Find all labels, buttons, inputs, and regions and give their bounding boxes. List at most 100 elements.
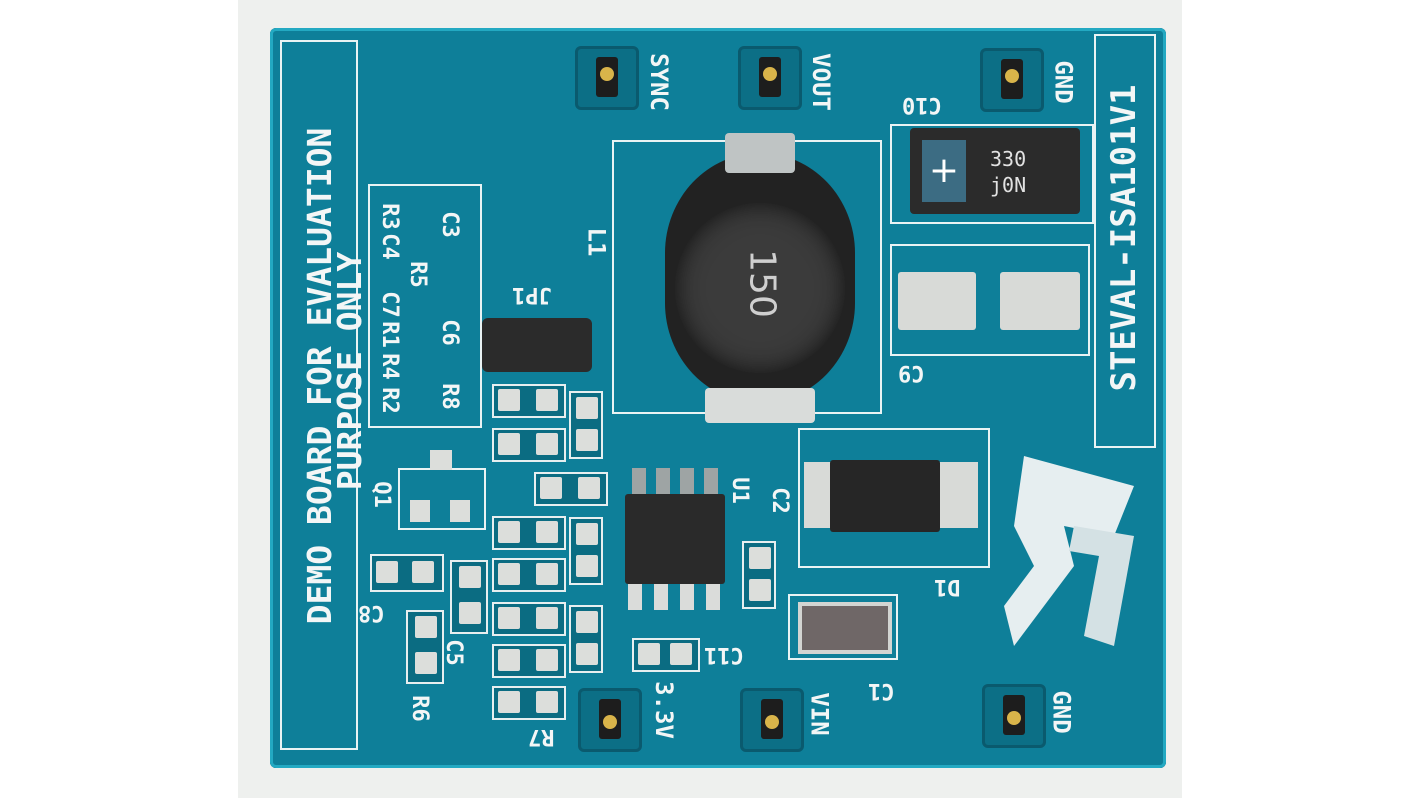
tp-ball xyxy=(1005,69,1019,83)
q1-pad xyxy=(450,500,470,522)
label-vin: VIN xyxy=(805,692,834,736)
pad xyxy=(576,611,598,633)
c9-frame xyxy=(890,244,1090,356)
pad xyxy=(459,566,481,588)
smd-part xyxy=(492,644,566,678)
label-q1: Q1 xyxy=(368,481,394,508)
pad xyxy=(670,643,692,665)
pad xyxy=(536,433,558,455)
pad xyxy=(498,607,520,629)
smd-part xyxy=(492,516,566,550)
pad xyxy=(536,389,558,411)
pad xyxy=(578,477,600,499)
pad xyxy=(536,691,558,713)
pad xyxy=(376,561,398,583)
tp-ball xyxy=(603,715,617,729)
d1-pad-right xyxy=(934,462,978,528)
passives-frame xyxy=(368,184,482,428)
tp-ball xyxy=(763,67,777,81)
smd-part xyxy=(492,558,566,592)
smd-part xyxy=(492,384,566,418)
inductor-terminal-bottom xyxy=(705,388,815,423)
c1-frame xyxy=(788,594,898,660)
u1-pin xyxy=(628,584,642,610)
label-c4: C4 xyxy=(376,233,402,260)
pcb-board: DEMO BOARD FOR EVALUATION PURPOSE ONLY S… xyxy=(270,28,1166,768)
cap-marking-line2: j0N xyxy=(990,173,1027,197)
label-r7: R7 xyxy=(528,724,555,749)
tp-ball xyxy=(1007,711,1021,725)
testpoint-vin xyxy=(740,688,804,752)
label-c8: C8 xyxy=(358,600,385,625)
pad xyxy=(498,649,520,671)
label-c2: C2 xyxy=(766,487,792,514)
smd-part xyxy=(534,472,608,506)
inductor-terminal-top xyxy=(725,133,795,173)
label-c3: C3 xyxy=(436,211,462,238)
st-logo xyxy=(1004,456,1134,646)
board-name-frame xyxy=(1094,34,1156,448)
pad xyxy=(498,563,520,585)
smd-part xyxy=(492,602,566,636)
u1-pin xyxy=(632,468,646,494)
label-c6: C6 xyxy=(436,319,462,346)
label-r3: R3 xyxy=(376,203,402,230)
label-r5: R5 xyxy=(404,261,430,288)
label-sync: SYNC xyxy=(644,53,673,111)
pad xyxy=(536,649,558,671)
label-r8: R8 xyxy=(436,383,462,410)
pad xyxy=(638,643,660,665)
passives-labels: R3 C4 R5 C7 R1 R4 R2 C3 C6 R8 xyxy=(368,184,478,424)
cap-marking-line1: 330 xyxy=(990,147,1027,171)
st-logo-t xyxy=(1069,526,1134,646)
pad xyxy=(536,521,558,543)
pad xyxy=(536,607,558,629)
label-r6: R6 xyxy=(406,695,432,722)
label-r2: R2 xyxy=(376,387,402,414)
pad xyxy=(415,652,437,674)
c9-pad-right xyxy=(1000,272,1080,330)
testpoint-3v3 xyxy=(578,688,642,752)
u1-pin xyxy=(706,584,720,610)
label-3v3: 3.3V xyxy=(649,681,678,739)
testpoint-gnd-bottom xyxy=(982,684,1046,748)
testpoint-gnd-top xyxy=(980,48,1044,112)
notice-frame xyxy=(280,40,358,750)
pad xyxy=(576,397,598,419)
d1-frame xyxy=(798,428,990,568)
u1-pin xyxy=(654,584,668,610)
tp-ball xyxy=(600,67,614,81)
u1-pin xyxy=(656,468,670,494)
smd-part xyxy=(492,686,566,720)
ic-u1 xyxy=(625,494,725,584)
capacitor-c1 xyxy=(798,602,892,654)
capacitor-c5 xyxy=(450,560,488,634)
label-gnd-top: GND xyxy=(1049,60,1078,104)
c9-pad-left xyxy=(898,272,976,330)
label-c5: C5 xyxy=(440,639,466,666)
pad xyxy=(540,477,562,499)
label-u1: U1 xyxy=(726,477,752,504)
pad xyxy=(749,547,771,569)
u1-pin xyxy=(680,584,694,610)
resistor-r6 xyxy=(406,610,444,684)
testpoint-sync xyxy=(575,46,639,110)
pad xyxy=(415,616,437,638)
transistor-q1 xyxy=(430,450,452,470)
pad xyxy=(536,563,558,585)
pad xyxy=(576,429,598,451)
pad xyxy=(459,602,481,624)
label-vout: VOUT xyxy=(806,53,835,111)
q1-pad xyxy=(410,500,430,522)
tp-ball xyxy=(765,715,779,729)
smd-part xyxy=(569,517,603,585)
pad xyxy=(498,433,520,455)
u1-pin xyxy=(680,468,694,494)
c10-frame xyxy=(890,124,1094,224)
notice-line2: PURPOSE ONLY xyxy=(330,251,369,491)
pad xyxy=(749,579,771,601)
smd-part xyxy=(569,605,603,673)
pad xyxy=(498,389,520,411)
